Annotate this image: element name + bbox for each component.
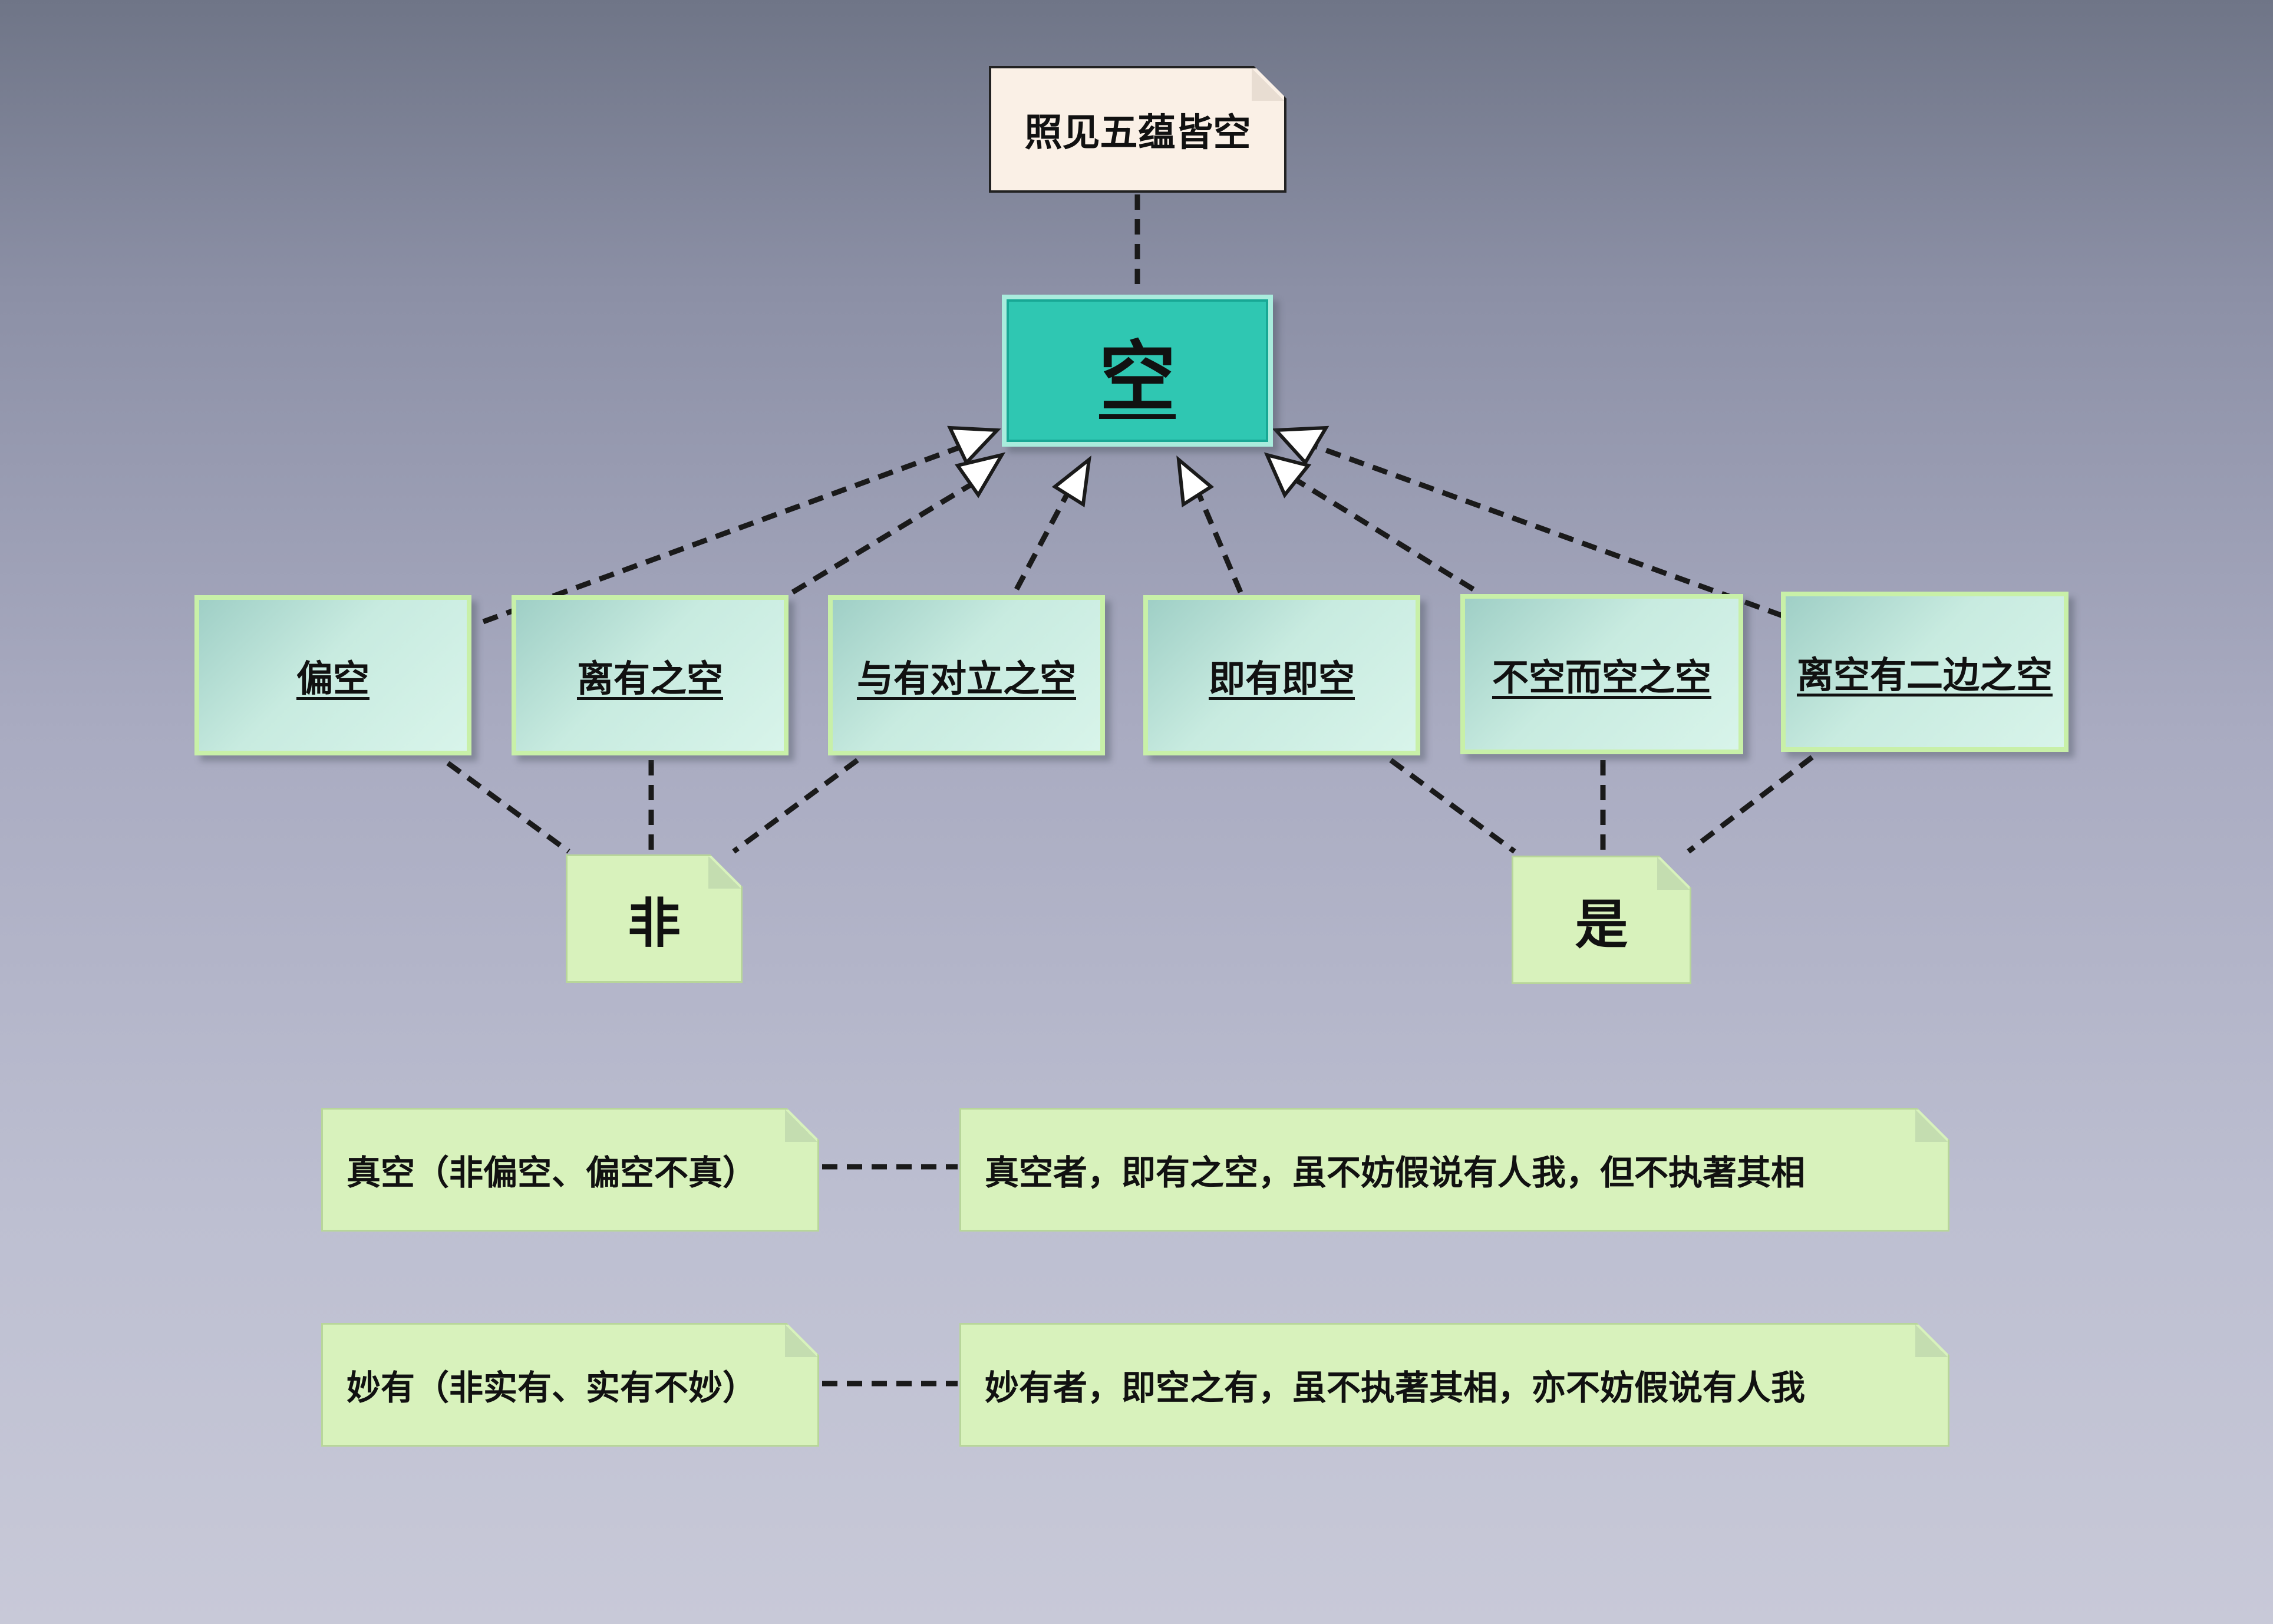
child-node-liyou[interactable]: 离有之空 bbox=[512, 595, 789, 755]
note-zhenkong-desc-label: 真空者，即有之空，虽不妨假说有人我，但不执著其相 bbox=[985, 1153, 1806, 1193]
note-miaoyou-label: 妙有（非实有、实有不妙） bbox=[347, 1368, 757, 1408]
connector-child-2 bbox=[791, 478, 980, 595]
arrowhead-icon bbox=[1272, 425, 1330, 466]
child-node-label: 离有之空 bbox=[576, 657, 723, 700]
note-zhenkong: 真空（非偏空、偏空不真） bbox=[321, 1108, 819, 1232]
note-fei-label: 非 bbox=[628, 893, 681, 955]
child-node-label: 不空而空之空 bbox=[1492, 656, 1711, 699]
connector-child-1 bbox=[482, 442, 968, 625]
child-node-piankong[interactable]: 偏空 bbox=[194, 595, 471, 755]
note-fei: 非 bbox=[566, 854, 743, 983]
child-node-bukong[interactable]: 不空而空之空 bbox=[1460, 594, 1743, 754]
child-node-duili[interactable]: 与有对立之空 bbox=[828, 595, 1105, 755]
child-node-label: 即有即空 bbox=[1208, 657, 1355, 700]
note-zhenkong-label: 真空（非偏空、偏空不真） bbox=[347, 1153, 757, 1193]
connector-shi-3 bbox=[1687, 755, 1814, 854]
note-zhenkong-desc: 真空者，即有之空，虽不妨假说有人我，但不执著其相 bbox=[959, 1108, 1949, 1232]
note-miaoyou: 妙有（非实有、实有不妙） bbox=[321, 1323, 819, 1447]
connector-child-4 bbox=[1196, 494, 1243, 593]
arrowhead-icon bbox=[947, 425, 1001, 466]
top-note-label: 照见五蕴皆空 bbox=[1024, 111, 1251, 155]
note-miaoyou-desc-label: 妙有者，即空之有，虽不执著其相，亦不妨假说有人我 bbox=[985, 1368, 1806, 1408]
arrowhead-icon bbox=[955, 452, 1006, 499]
note-shi-label: 是 bbox=[1575, 894, 1628, 956]
root-node-kong[interactable]: 空 bbox=[1002, 295, 1273, 447]
child-node-jiyou[interactable]: 即有即空 bbox=[1143, 595, 1420, 755]
connector-child-3 bbox=[1014, 493, 1069, 591]
connector-fei-3 bbox=[732, 758, 859, 854]
connector-fei-1 bbox=[446, 761, 570, 854]
connector-shi-1 bbox=[1389, 758, 1516, 854]
note-miaoyou-desc: 妙有者，即空之有，虽不执著其相，亦不妨假说有人我 bbox=[959, 1323, 1949, 1447]
top-note: 照见五蕴皆空 bbox=[989, 66, 1286, 193]
child-node-likongyou[interactable]: 离空有二边之空 bbox=[1781, 592, 2069, 752]
arrowhead-icon bbox=[1176, 455, 1215, 508]
connector-child-6 bbox=[1310, 442, 1784, 619]
arrowhead-icon bbox=[1051, 455, 1091, 508]
root-node-label: 空 bbox=[1098, 332, 1176, 422]
arrowhead-icon bbox=[1263, 452, 1312, 499]
connector-child-5 bbox=[1295, 478, 1475, 592]
child-node-label: 偏空 bbox=[296, 657, 370, 700]
note-shi: 是 bbox=[1512, 856, 1691, 984]
child-node-label: 离空有二边之空 bbox=[1796, 653, 2053, 697]
child-node-label: 与有对立之空 bbox=[856, 657, 1076, 700]
